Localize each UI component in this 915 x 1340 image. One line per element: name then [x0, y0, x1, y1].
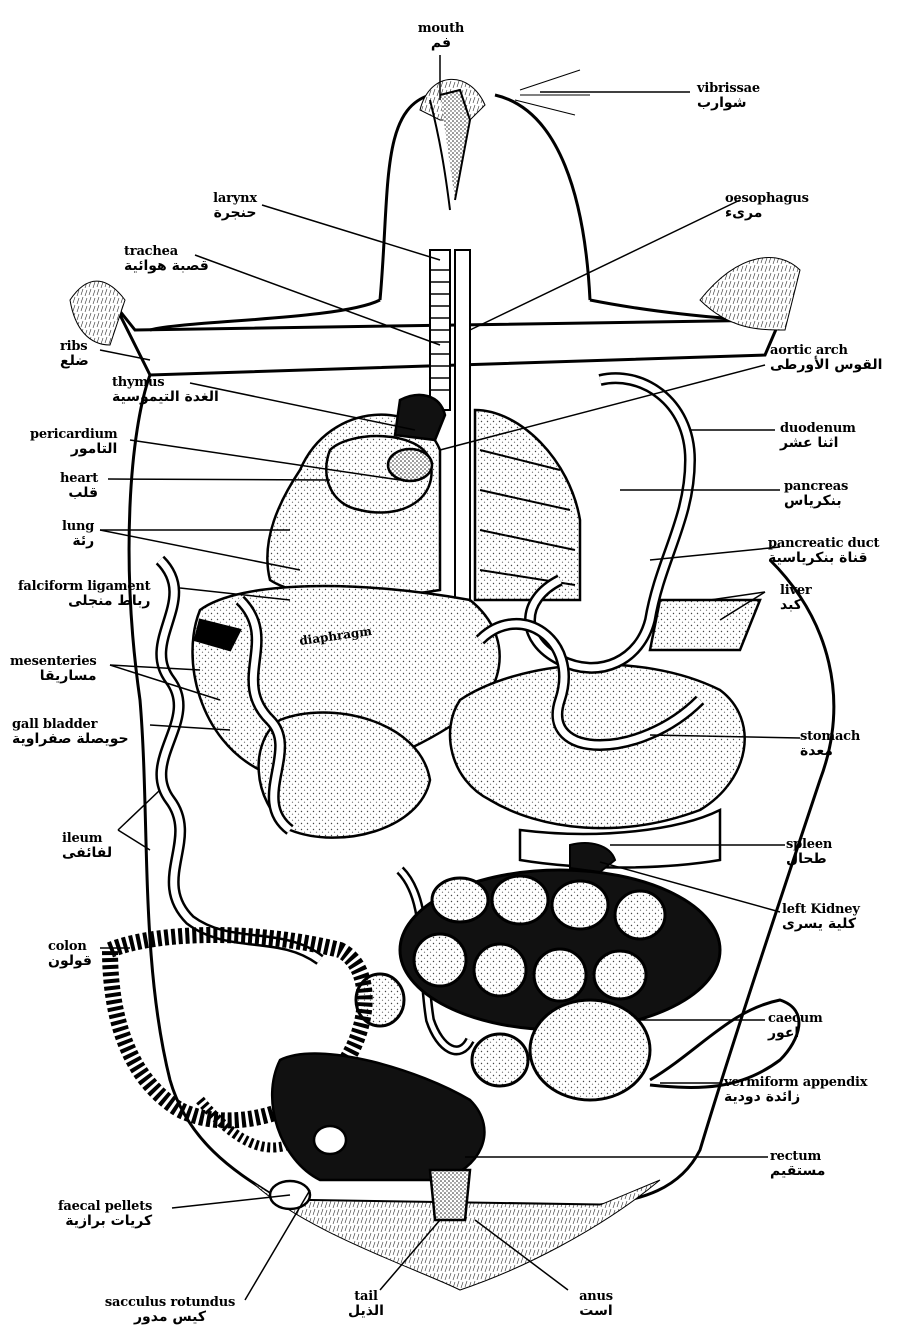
label-liver-ar: كبد — [780, 598, 812, 613]
label-rectum: rectum مستقيم — [770, 1150, 825, 1178]
label-caecum: caecum اعور — [768, 1012, 823, 1040]
label-colon-ar: قولون — [48, 954, 92, 969]
label-trachea: trachea قصبة هوائية — [124, 245, 209, 273]
label-mesenteries: mesenteries مساريقا — [10, 655, 97, 683]
label-heart: heart قلب — [60, 472, 98, 500]
label-liver-en: liver — [780, 584, 812, 598]
label-thymus: thymus الغدة التيموسية — [112, 376, 219, 404]
label-trachea-en: trachea — [124, 245, 209, 259]
label-pancreatic-duct-ar: قناة بنكرياسية — [768, 551, 879, 566]
label-colon: colon قولون — [48, 940, 92, 968]
label-ribs-en: ribs — [60, 340, 89, 354]
label-faecal-pellets-ar: كريات برازية — [58, 1214, 152, 1229]
label-colon-en: colon — [48, 940, 92, 954]
label-lung-ar: رئة — [62, 534, 94, 549]
label-left-kidney: left Kidney كلية يسرى — [782, 903, 860, 931]
label-vermiform-appendix-ar: زائدة دودية — [724, 1090, 867, 1105]
label-oesophagus-ar: مرىء — [725, 206, 809, 221]
label-lung: lung رئة — [62, 520, 94, 548]
label-spleen-ar: طحال — [786, 852, 832, 867]
label-sacculus-rotundus-en: sacculus rotundus — [70, 1296, 270, 1310]
label-ileum-en: ileum — [62, 832, 112, 846]
rectum — [270, 1054, 484, 1220]
label-mouth-en: mouth — [414, 22, 468, 36]
label-duodenum-ar: اثنا عشر — [780, 436, 856, 451]
label-left-kidney-ar: كلية يسرى — [782, 917, 860, 932]
label-tail: tail الذيل — [336, 1290, 396, 1318]
label-thymus-ar: الغدة التيموسية — [112, 390, 219, 405]
label-mesenteries-ar: مساريقا — [10, 669, 97, 684]
label-caecum-ar: اعور — [768, 1026, 823, 1041]
label-rectum-en: rectum — [770, 1150, 825, 1164]
label-left-kidney-en: left Kidney — [782, 903, 860, 917]
label-anus-ar: است — [566, 1304, 626, 1319]
label-duodenum-en: duodenum — [780, 422, 856, 436]
label-tail-ar: الذيل — [336, 1304, 396, 1319]
label-falciform-ligament-en: falciform ligament — [18, 580, 150, 594]
label-rectum-ar: مستقيم — [770, 1164, 825, 1179]
label-pancreas-ar: بنكرياس — [784, 494, 848, 509]
label-gall-bladder-en: gall bladder — [12, 718, 129, 732]
label-vermiform-appendix-en: vermiform appendix — [724, 1076, 867, 1090]
label-faecal-pellets-en: faecal pellets — [58, 1200, 152, 1214]
label-spleen: spleen طحال — [786, 838, 832, 866]
label-pancreatic-duct-en: pancreatic duct — [768, 537, 879, 551]
label-heart-en: heart — [60, 472, 98, 486]
label-vermiform-appendix: vermiform appendix زائدة دودية — [724, 1076, 867, 1104]
label-pancreas-en: pancreas — [784, 480, 848, 494]
label-stomach-en: stomach — [800, 730, 860, 744]
label-pancreas: pancreas بنكرياس — [784, 480, 848, 508]
label-duodenum: duodenum اثنا عشر — [780, 422, 856, 450]
label-aortic-arch-en: aortic arch — [770, 344, 882, 358]
label-tail-en: tail — [336, 1290, 396, 1304]
label-ileum-ar: لفائفى — [62, 846, 112, 861]
label-falciform-ligament: falciform ligament رباط منجلى — [18, 580, 150, 608]
stomach — [450, 665, 745, 868]
label-heart-ar: قلب — [60, 486, 98, 501]
label-larynx-ar: حنجرة — [200, 206, 270, 221]
label-gall-bladder-ar: حويصلة صفراوية — [12, 732, 129, 747]
label-mouth: mouth فم — [414, 22, 468, 50]
label-thymus-en: thymus — [112, 376, 219, 390]
label-vibrissae-ar: شوارب — [697, 96, 760, 111]
label-stomach: stomach معدة — [800, 730, 860, 758]
label-faecal-pellets: faecal pellets كريات برازية — [58, 1200, 152, 1228]
label-ileum: ileum لفائفى — [62, 832, 112, 860]
label-larynx: larynx حنجرة — [200, 192, 270, 220]
label-larynx-en: larynx — [200, 192, 270, 206]
label-stomach-ar: معدة — [800, 744, 860, 759]
label-spleen-en: spleen — [786, 838, 832, 852]
label-vibrissae: vibrissae شوارب — [697, 82, 760, 110]
label-mesenteries-en: mesenteries — [10, 655, 97, 669]
label-sacculus-rotundus: sacculus rotundus كيس مدور — [70, 1296, 270, 1324]
label-caecum-en: caecum — [768, 1012, 823, 1026]
label-anus: anus است — [566, 1290, 626, 1318]
label-ribs-ar: ضلع — [60, 354, 89, 369]
label-liver: liver كبد — [780, 584, 812, 612]
label-sacculus-rotundus-ar: كيس مدور — [70, 1310, 270, 1325]
label-aortic-arch: aortic arch القوس الأورطى — [770, 344, 882, 372]
label-aortic-arch-ar: القوس الأورطى — [770, 358, 882, 373]
label-pericardium-ar: التامور — [30, 442, 117, 457]
mouth-structure — [430, 70, 590, 210]
label-anus-en: anus — [566, 1290, 626, 1304]
label-pericardium: pericardium التامور — [30, 428, 117, 456]
label-mouth-ar: فم — [414, 36, 468, 51]
label-vibrissae-en: vibrissae — [697, 82, 760, 96]
label-trachea-ar: قصبة هوائية — [124, 259, 209, 274]
label-lung-en: lung — [62, 520, 94, 534]
label-gall-bladder: gall bladder حويصلة صفراوية — [12, 718, 129, 746]
label-ribs: ribs ضلع — [60, 340, 89, 368]
label-pericardium-en: pericardium — [30, 428, 117, 442]
label-oesophagus-en: oesophagus — [725, 192, 809, 206]
label-pancreatic-duct: pancreatic duct قناة بنكرياسية — [768, 537, 879, 565]
label-oesophagus: oesophagus مرىء — [725, 192, 809, 220]
label-falciform-ligament-ar: رباط منجلى — [18, 594, 150, 609]
caecum — [356, 870, 720, 1100]
